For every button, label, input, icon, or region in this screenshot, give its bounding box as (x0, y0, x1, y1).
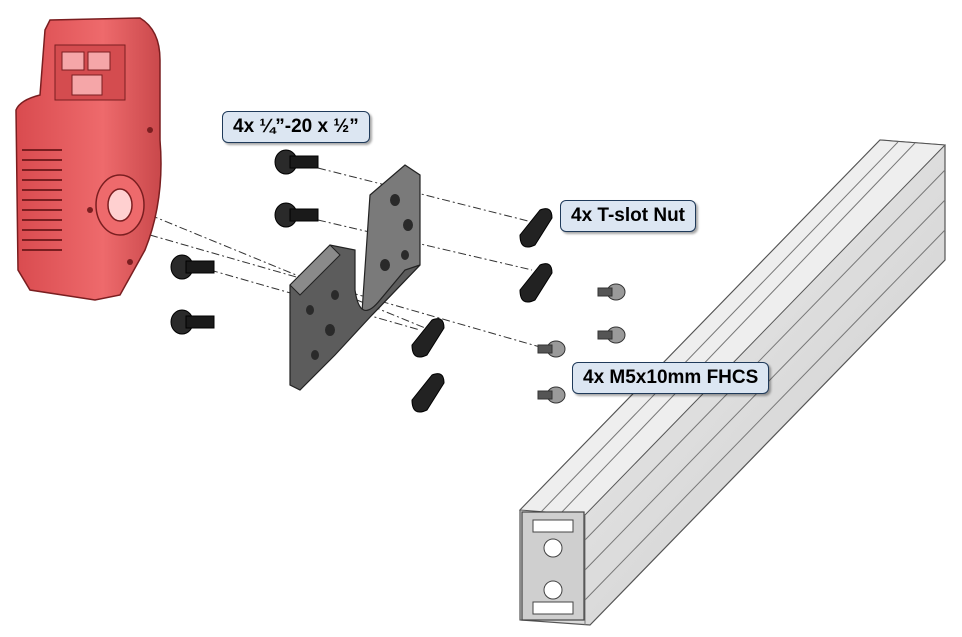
t-nut-4 (411, 373, 445, 413)
t-nut-3 (411, 318, 445, 358)
fhcs-4 (537, 386, 566, 404)
callout-button-head-screws: 4x ¼”-20 x ½” (222, 111, 370, 143)
gearbox-icon (15, 17, 162, 301)
fhcs-1 (597, 283, 626, 301)
screw-1 (274, 149, 319, 175)
t-slot-nuts (411, 208, 553, 413)
screw-2 (274, 202, 319, 228)
flat-head-screws (537, 283, 626, 404)
fhcs-2 (597, 326, 626, 344)
screw-4 (170, 309, 215, 335)
screw-3 (170, 254, 215, 280)
callout-t-slot-nut: 4x T-slot Nut (560, 200, 697, 232)
mounting-bracket-icon (289, 164, 421, 391)
fhcs-3 (537, 340, 566, 358)
button-head-screws (170, 149, 319, 335)
t-nut-2 (519, 263, 553, 303)
t-nut-1 (519, 208, 553, 248)
assembly-guide-lines (149, 167, 541, 348)
callout-fhcs: 4x M5x10mm FHCS (572, 362, 770, 394)
